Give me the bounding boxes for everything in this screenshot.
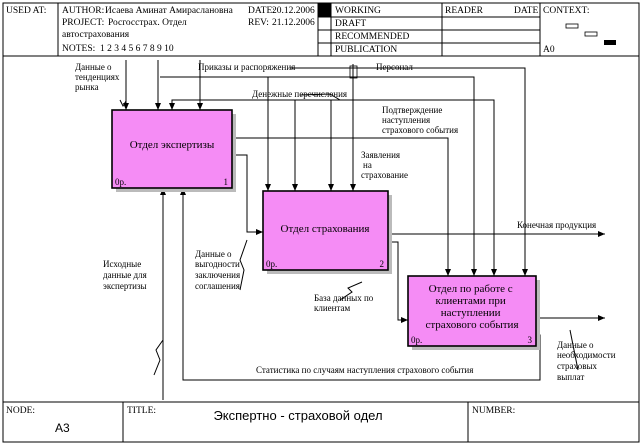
arrow-labels: Данные о тенденциях рынка Приказы и расп… (75, 62, 618, 382)
box-3-label: Отдел по работе с клиентами при наступле… (425, 283, 518, 331)
notes-value: 1 2 3 4 5 6 7 8 9 10 (100, 44, 174, 54)
date-label: DATE: (248, 6, 275, 16)
label-statistics: Статистика по случаям наступления страхо… (256, 365, 473, 375)
box-3-number: 3 (528, 335, 533, 345)
used-at-label: USED AT: (6, 6, 46, 16)
activity-box-1[interactable]: Отдел экспертизы 0р. 1 (111, 109, 236, 192)
context-box-active-icon (604, 40, 616, 45)
label-market-data: Данные о тенденциях рынка (75, 62, 122, 92)
author-label: AUTHOR: (62, 6, 104, 16)
status-working: WORKING (335, 6, 381, 16)
context-box-icon (565, 23, 579, 29)
box-1-label: Отдел экспертизы (130, 139, 215, 151)
label-payout-data: Данные о необходимости страховых выплат (557, 340, 618, 382)
notes-label: NOTES: (62, 44, 95, 54)
rev-label: REV: (248, 18, 269, 28)
box-1-number: 1 (224, 177, 229, 187)
label-personnel: Персонал (376, 62, 413, 72)
date-value: 20.12.2006 (272, 6, 315, 16)
context-box-icon (584, 31, 598, 37)
author-value: Исаева Аминат Амирaслановна (105, 6, 234, 16)
label-benefit-data: Данные о выгодности заключения соглашени… (195, 249, 242, 291)
diagram-title: Экспертно - страховой одел (213, 408, 382, 423)
arrow-client-db[interactable] (388, 241, 408, 323)
label-money: Денежные перечисления (252, 89, 347, 99)
working-status-marker (318, 3, 331, 17)
box-1-cost: 0р. (115, 177, 126, 187)
context-label: CONTEXT: (543, 6, 590, 16)
arrow-personnel-2[interactable] (290, 67, 528, 276)
activity-box-2[interactable]: Отдел страхования 0р. 2 (262, 190, 392, 274)
footer: NODE: A3 TITLE: Экспертно - страховой од… (3, 401, 639, 442)
label-orders: Приказы и распоряжения (198, 62, 295, 72)
project-label: PROJECT: (62, 18, 104, 28)
header: USED AT: AUTHOR: Исаева Аминат Амирaслан… (3, 3, 639, 57)
reader-date-label: DATE (514, 6, 538, 16)
arrows (119, 60, 605, 400)
node-value: A3 (55, 421, 70, 435)
box-2-number: 2 (380, 259, 385, 269)
tunnel-icon (349, 65, 358, 79)
arrow-confirmation[interactable] (232, 137, 451, 276)
label-source-data: Исходные данные для экспертизы (103, 259, 149, 291)
title-label: TITLE: (127, 406, 156, 416)
context-node: A0 (543, 45, 555, 55)
rev-value: 21.12.2006 (272, 18, 315, 28)
label-client-db: База данных по клиентам (314, 293, 376, 313)
arrow-benefit-data[interactable] (232, 154, 263, 235)
reader-label: READER (445, 6, 484, 16)
project-value-2: автострахования (62, 30, 130, 40)
number-label: NUMBER: (472, 406, 515, 416)
label-applications: Заявления на страхование (361, 150, 408, 180)
box-3-cost: 0р. (411, 335, 422, 345)
box-2-cost: 0р. (266, 259, 277, 269)
project-value-1: Росгосстрах. Отдел (108, 18, 187, 28)
node-label: NODE: (6, 406, 35, 416)
arrow-orders-3[interactable] (160, 76, 477, 276)
status-recommended: RECOMMENDED (335, 32, 410, 42)
activity-box-3[interactable]: Отдел по работе с клиентами при наступле… (407, 275, 540, 350)
label-confirmation: Подтверждение наступления страхового соб… (382, 105, 458, 135)
box-2-label: Отдел страхования (281, 223, 370, 235)
status-publication: PUBLICATION (335, 45, 397, 55)
status-draft: DRAFT (335, 19, 366, 29)
label-final-product: Конечная продукция (517, 220, 596, 230)
